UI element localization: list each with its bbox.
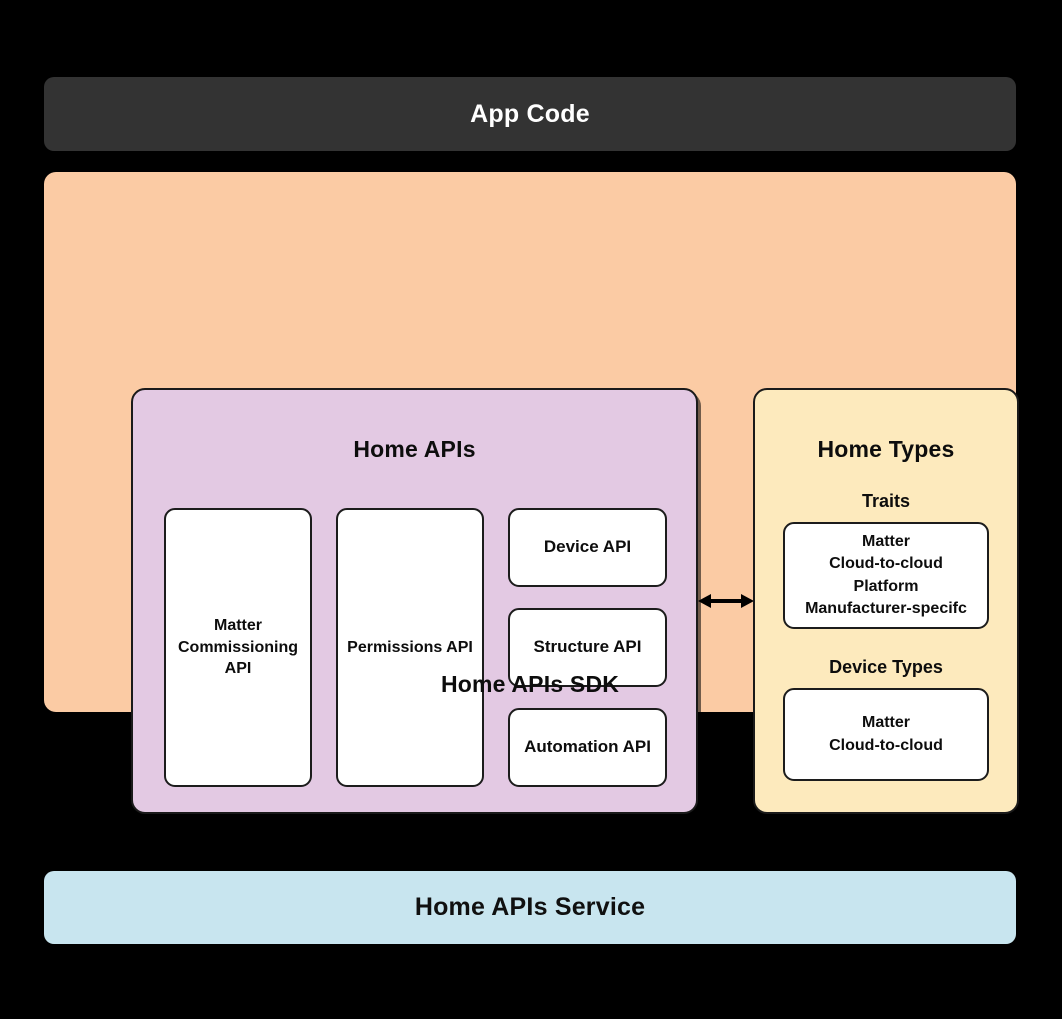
- card-permissions-api: Permissions API: [336, 508, 484, 787]
- app-code-label: App Code: [470, 99, 590, 128]
- traits-heading: Traits: [861, 491, 911, 511]
- home-apis-sdk-caption: Home APIs SDK: [440, 671, 620, 697]
- card-device-api: Device API: [508, 508, 667, 587]
- card-structure-api: Structure API: [508, 608, 667, 687]
- card-matter-commissioning-api: Matter Commissioning API: [164, 508, 312, 787]
- home-apis-card-group: Matter Commissioning API Permissions API…: [164, 508, 669, 787]
- device-types-heading: Device Types: [829, 657, 943, 677]
- home-apis-service-bar: Home APIs Service: [44, 871, 1016, 944]
- double-arrow-horizontal-icon: [698, 589, 754, 613]
- app-code-bar: App Code: [44, 77, 1016, 151]
- home-apis-panel: Home APIs Matter Commissioning API Permi…: [131, 388, 698, 814]
- home-types-panel: Home Types Traits Matter Cloud-to-cloud …: [753, 388, 1019, 814]
- card-automation-api: Automation API: [508, 708, 667, 787]
- home-apis-service-label: Home APIs Service: [414, 893, 646, 921]
- home-apis-sdk-container: Home APIs Matter Commissioning API Permi…: [44, 172, 1019, 814]
- home-apis-panel-title: Home APIs: [353, 436, 476, 462]
- device-types-card: Matter Cloud-to-cloud: [783, 688, 989, 781]
- home-types-panel-title: Home Types: [817, 436, 955, 462]
- traits-card: Matter Cloud-to-cloud Platform Manufactu…: [783, 522, 989, 629]
- home-apis-stacked-cards: Device API Structure API Automation API: [508, 508, 667, 787]
